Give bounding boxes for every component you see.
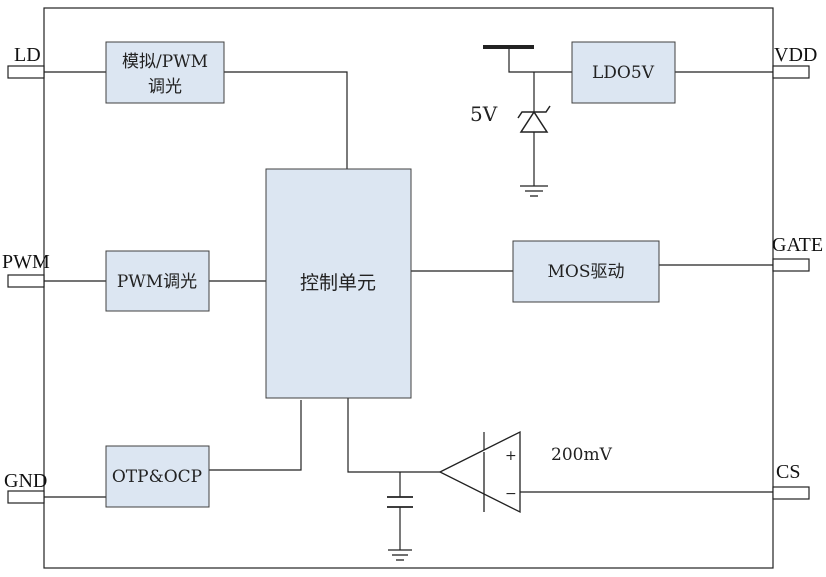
pin-gate-label: GATE	[772, 234, 823, 256]
analog-pwm-label-line1: 模拟/PWM	[122, 52, 208, 72]
otp-ocp-label: OTP&OCP	[112, 467, 202, 487]
pin-gnd	[7, 490, 45, 504]
pin-pwm-label: PWM	[2, 251, 50, 273]
reference-voltage-label: 200mV	[551, 445, 613, 465]
pin-vdd-label: VDD	[774, 44, 817, 66]
pin-ld	[7, 65, 45, 79]
ground-icon	[520, 185, 548, 197]
pwm-dimming-block	[105, 250, 210, 312]
mos-driver-block	[512, 240, 660, 303]
comparator-icon	[438, 430, 521, 514]
ldo-label: LDO5V	[592, 63, 655, 83]
zener-voltage-label: 5V	[470, 102, 498, 126]
zener-diode-icon	[517, 105, 551, 133]
wire-analog-to-ctrl	[224, 71, 348, 169]
ldo-block	[571, 41, 676, 104]
otp-ocp-block	[105, 445, 210, 508]
pin-ld-label: LD	[14, 44, 41, 66]
wire-ldo-in	[508, 47, 572, 73]
pin-gnd-label: GND	[4, 470, 47, 492]
comparator-plus-label: +	[505, 448, 517, 464]
control-unit-label: 控制单元	[300, 272, 376, 294]
comparator-minus-label: −	[505, 486, 517, 502]
wire-otp-to-ctrl	[209, 400, 302, 471]
analog-pwm-dimming-block	[105, 41, 225, 104]
pin-pwm	[7, 274, 45, 288]
pin-cs	[772, 486, 810, 500]
pin-cs-label: CS	[776, 461, 800, 483]
pin-vdd	[772, 65, 810, 79]
wire-ctrl-to-comp	[347, 398, 440, 473]
chip-outline	[43, 7, 774, 569]
pin-gate	[772, 258, 810, 272]
capacitor-icon	[387, 496, 413, 508]
control-unit-block	[265, 168, 412, 399]
pwm-dimming-label: PWM调光	[117, 272, 197, 292]
mos-driver-label: MOS驱动	[548, 262, 625, 282]
ground-icon	[388, 549, 412, 561]
wires	[44, 47, 773, 550]
analog-pwm-label-line2: 调光	[148, 77, 182, 97]
